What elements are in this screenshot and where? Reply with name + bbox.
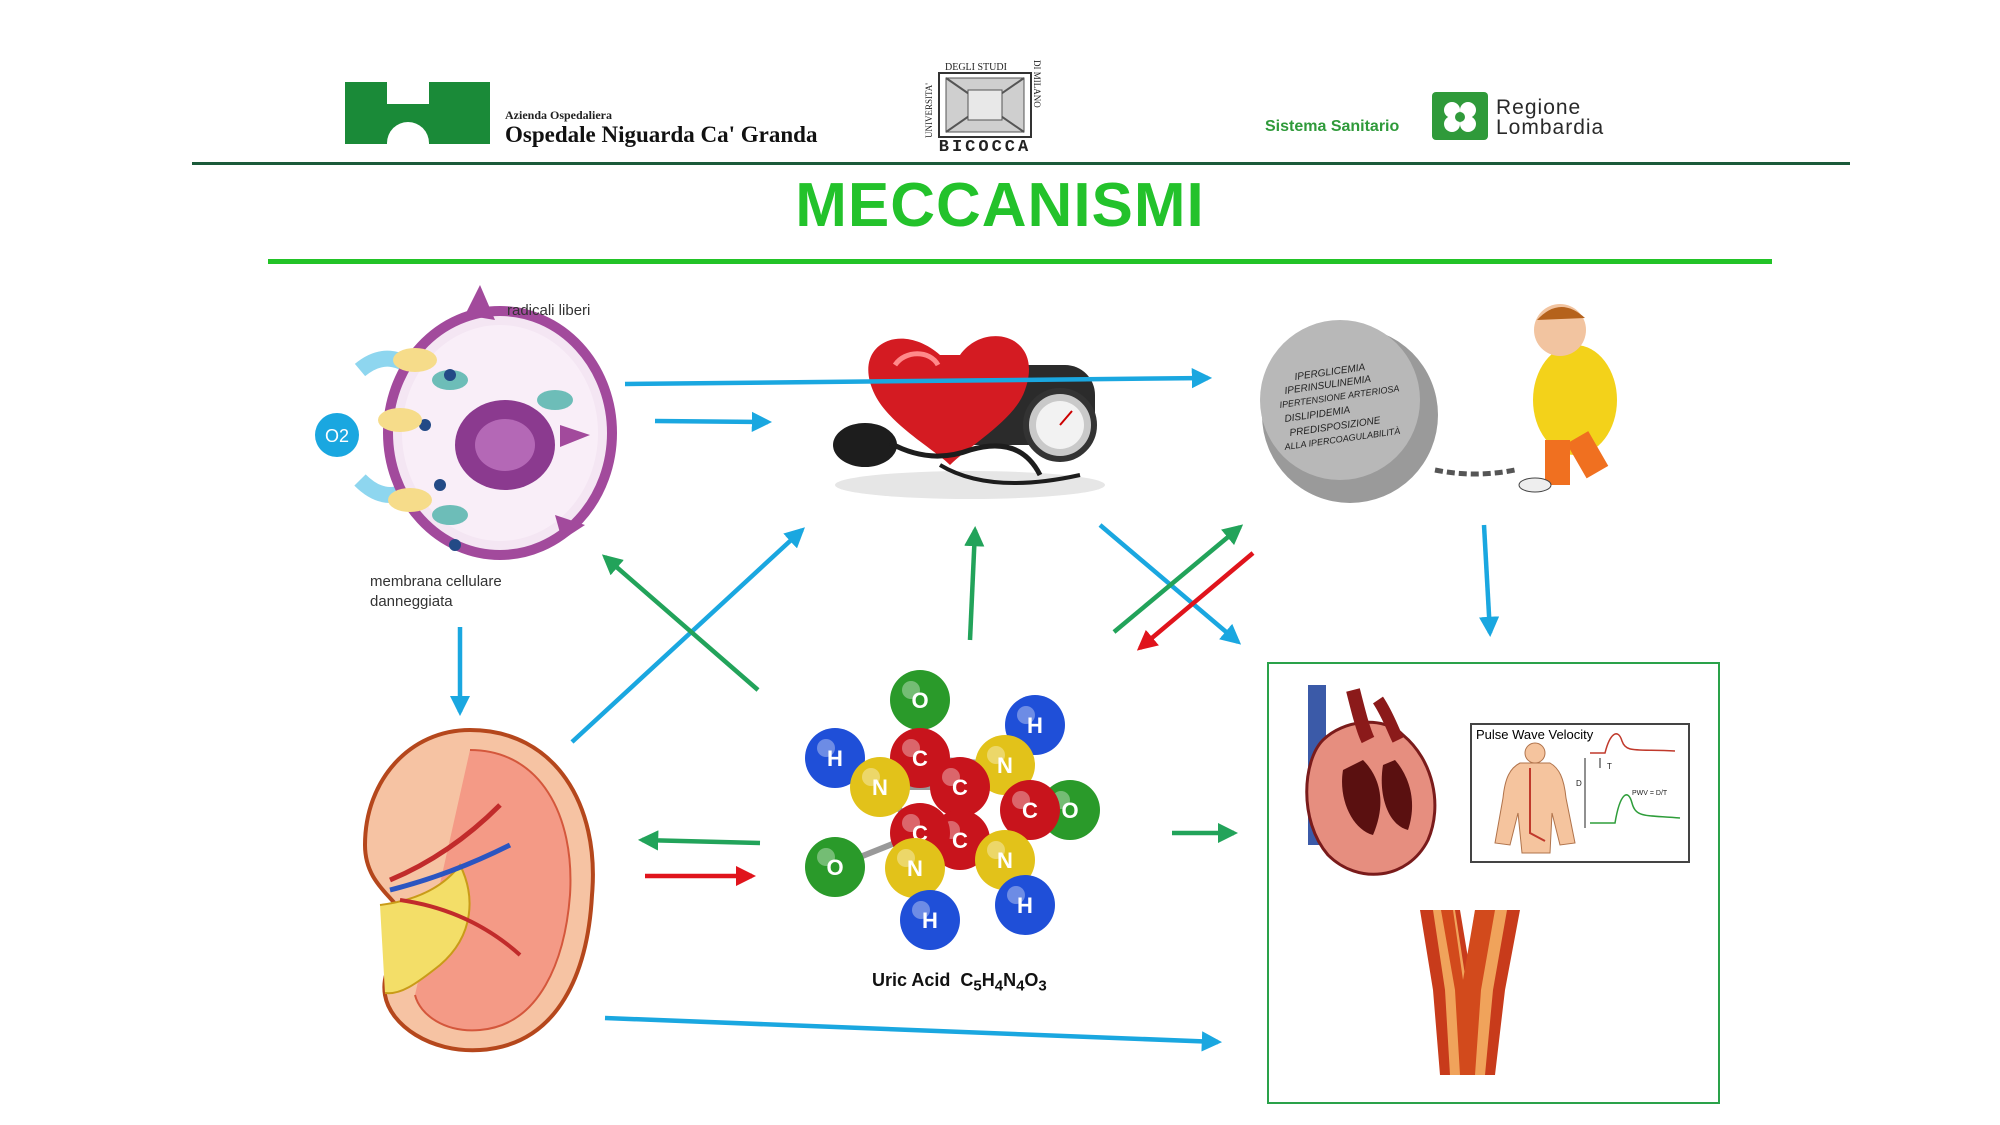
radicals-label: radicali liberi xyxy=(507,302,591,319)
atom-symbol: N xyxy=(997,848,1013,873)
atom-symbol: N xyxy=(907,856,923,881)
lombardia-label: Lombardia xyxy=(1496,116,1605,139)
atom-highlight xyxy=(862,768,880,786)
atom-symbol: H xyxy=(1027,713,1043,738)
atom-n xyxy=(850,757,910,817)
atom-symbol: C xyxy=(952,828,968,853)
arrow-uricacid-to-hypertension xyxy=(964,525,985,641)
atom-c xyxy=(930,757,990,817)
atom-symbol: H xyxy=(1017,893,1033,918)
atom-c xyxy=(1000,780,1060,840)
pulse-wave-velocity-panel: Pulse Wave Velocity D T PWV = D/T xyxy=(1470,723,1690,863)
university-name: BICOCCA xyxy=(938,138,1032,157)
arrow-uricacid-to-obesity xyxy=(1112,524,1244,634)
pwv-formula-label: PWV = D/T xyxy=(1632,790,1668,797)
membrane-label-line2: danneggiata xyxy=(370,593,453,610)
o2-bubble xyxy=(315,413,359,457)
metabolic-burden-illustration: IPERGLICEMIA IPERINSULINEMIA IPERTENSION… xyxy=(1260,304,1617,503)
atom-symbol: H xyxy=(922,908,938,933)
hospital-name: Ospedale Niguarda Ca' Granda xyxy=(505,122,818,147)
atom-h xyxy=(805,728,865,788)
membrane-label-line1: membrana cellulare xyxy=(370,573,502,590)
atom-h xyxy=(900,890,960,950)
pwv-t-label: T xyxy=(1607,762,1612,771)
arrow-uricacid-to-kidney xyxy=(637,830,761,851)
cardiovascular-outcomes-box xyxy=(1267,662,1720,1104)
university-top-text: DEGLI STUDI xyxy=(945,62,1007,73)
kidney-illustration xyxy=(362,727,595,1053)
niguarda-logo xyxy=(345,82,490,144)
uric-acid-label: Uric Acid C5H4N4O3 xyxy=(872,970,1047,995)
atom-highlight xyxy=(902,814,920,832)
atom-highlight xyxy=(942,768,960,786)
atom-highlight xyxy=(912,901,930,919)
atom-highlight xyxy=(1017,706,1035,724)
arrow-cell-to-hypertension xyxy=(654,411,773,432)
atom-symbol: C xyxy=(952,775,968,800)
atom-o xyxy=(890,670,950,730)
atom-symbol: N xyxy=(872,775,888,800)
atom-highlight xyxy=(897,849,915,867)
atom-highlight xyxy=(1012,791,1030,809)
damaged-cell-illustration: O2 xyxy=(315,285,617,560)
atom-symbol: C xyxy=(1022,798,1038,823)
atom-n xyxy=(885,838,945,898)
atom-n xyxy=(975,830,1035,890)
pwv-d-label: D xyxy=(1576,779,1582,788)
arrow-obesity-to-outcomes xyxy=(1478,524,1500,638)
heart-blood-pressure-illustration xyxy=(833,336,1105,499)
regione-lombardia-icon xyxy=(1432,92,1488,140)
hospital-subtitle: Azienda Ospedaliera xyxy=(505,108,612,122)
arrow-kidney-to-outcomes xyxy=(604,1015,1223,1052)
o2-label: O2 xyxy=(325,426,349,446)
atherosclerotic-artery-illustration xyxy=(1420,910,1520,1075)
atom-h xyxy=(995,875,1055,935)
bicocca-seal xyxy=(938,72,1032,138)
atom-highlight xyxy=(902,681,920,699)
atom-symbol: O xyxy=(911,688,928,713)
sistema-sanitario-label: Sistema Sanitario xyxy=(1265,118,1400,135)
header-divider xyxy=(192,162,1850,165)
atom-symbol: C xyxy=(912,746,928,771)
arrow-cell-to-obesity xyxy=(624,368,1213,389)
uric-acid-name: Uric Acid xyxy=(872,970,951,990)
arrow-obesity-to-uricacid xyxy=(1136,551,1255,651)
hypertrophic-heart-illustration xyxy=(1305,685,1437,876)
arrow-uricacid-to-cell xyxy=(601,554,760,692)
atom-highlight xyxy=(817,848,835,866)
university-right-text: DI MILANO xyxy=(1032,60,1042,108)
uric-acid-formula: C5H4N4O3 xyxy=(960,970,1047,995)
atom-highlight xyxy=(987,746,1005,764)
arrow-kidney-to-hypertension xyxy=(570,527,805,744)
atom-symbol: H xyxy=(827,746,843,771)
atom-highlight xyxy=(902,739,920,757)
atom-symbol: O xyxy=(826,855,843,880)
atom-highlight xyxy=(1007,886,1025,904)
atom-symbol: N xyxy=(997,753,1013,778)
atom-symbol: O xyxy=(1061,798,1078,823)
atom-highlight xyxy=(987,841,1005,859)
page-title: MECCANISMI xyxy=(795,171,1205,240)
atom-o xyxy=(805,837,865,897)
pwv-title: Pulse Wave Velocity xyxy=(1476,727,1594,742)
atom-n xyxy=(975,735,1035,795)
title-underline xyxy=(268,259,1772,264)
atom-highlight xyxy=(817,739,835,757)
regione-label: Regione xyxy=(1496,96,1582,119)
